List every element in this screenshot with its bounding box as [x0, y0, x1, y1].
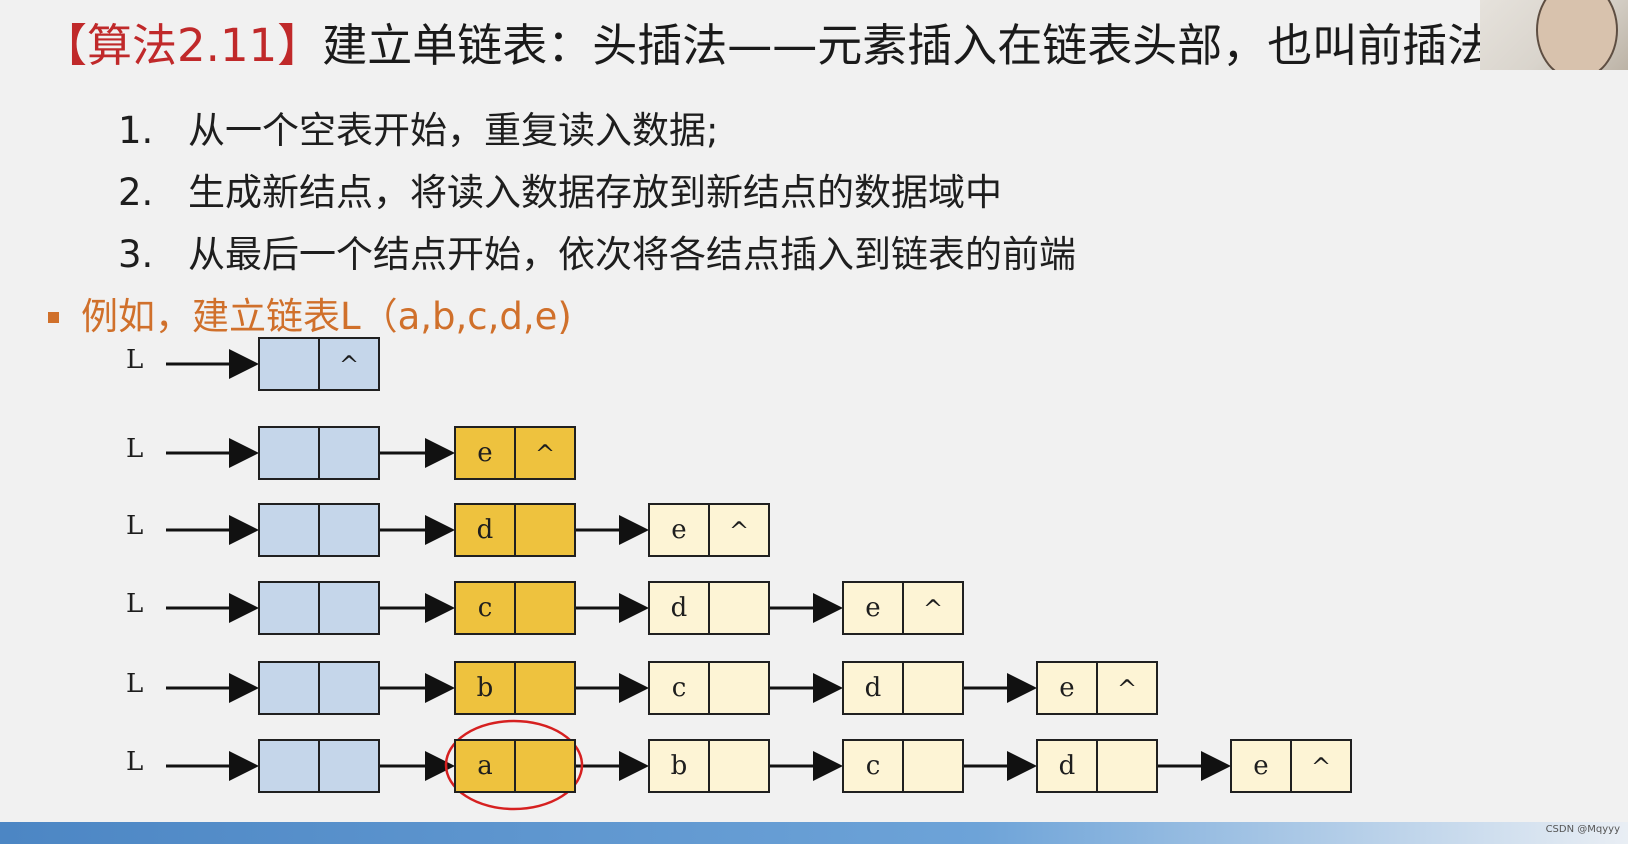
data-field: d — [844, 663, 902, 713]
pointer-field — [514, 505, 574, 555]
data-field: c — [650, 663, 708, 713]
list-node: d — [1036, 739, 1158, 793]
taskbar-strip — [0, 822, 1628, 844]
pointer-field — [514, 583, 574, 633]
data-field: e — [650, 505, 708, 555]
data-field: c — [844, 741, 902, 791]
data-field — [260, 663, 318, 713]
data-field — [260, 583, 318, 633]
data-field: b — [650, 741, 708, 791]
list-head-pointer-label: L — [126, 747, 156, 777]
list-node: e^ — [648, 503, 770, 557]
data-field: c — [456, 583, 514, 633]
pointer-field: ^ — [902, 583, 962, 633]
new-node: e^ — [454, 426, 576, 480]
pointer-field — [514, 663, 574, 713]
pointer-field — [708, 663, 768, 713]
list-node: b — [648, 739, 770, 793]
list-node: d — [842, 661, 964, 715]
data-field: e — [844, 583, 902, 633]
pointer-field — [318, 583, 378, 633]
pointer-field — [318, 741, 378, 791]
pointer-field — [318, 505, 378, 555]
list-node: e^ — [1036, 661, 1158, 715]
data-field — [260, 741, 318, 791]
head-node — [258, 581, 380, 635]
data-field: d — [1038, 741, 1096, 791]
data-field: e — [1038, 663, 1096, 713]
list-node: c — [648, 661, 770, 715]
list-node: c — [842, 739, 964, 793]
pointer-field — [708, 583, 768, 633]
pointer-field: ^ — [318, 339, 378, 389]
pointer-field: ^ — [1290, 741, 1350, 791]
pointer-field — [1096, 741, 1156, 791]
new-node: d — [454, 503, 576, 557]
head-node — [258, 426, 380, 480]
head-node — [258, 739, 380, 793]
list-head-pointer-label: L — [126, 434, 156, 464]
head-node — [258, 503, 380, 557]
data-field: b — [456, 663, 514, 713]
list-head-pointer-label: L — [126, 669, 156, 699]
head-node: ^ — [258, 337, 380, 391]
list-node: e^ — [842, 581, 964, 635]
pointer-field — [514, 741, 574, 791]
data-field: d — [650, 583, 708, 633]
pointer-field — [318, 428, 378, 478]
list-head-pointer-label: L — [126, 511, 156, 541]
watermark: CSDN @Mqyyy — [1546, 824, 1620, 835]
list-head-pointer-label: L — [126, 589, 156, 619]
data-field — [260, 505, 318, 555]
data-field: d — [456, 505, 514, 555]
pointer-field: ^ — [708, 505, 768, 555]
data-field — [260, 339, 318, 389]
head-node — [258, 661, 380, 715]
new-node: a — [454, 739, 576, 793]
data-field: e — [456, 428, 514, 478]
list-node: d — [648, 581, 770, 635]
data-field — [260, 428, 318, 478]
data-field: a — [456, 741, 514, 791]
pointer-field — [318, 663, 378, 713]
new-node: c — [454, 581, 576, 635]
new-node: b — [454, 661, 576, 715]
list-head-pointer-label: L — [126, 345, 156, 375]
pointer-field — [902, 741, 962, 791]
pointer-field: ^ — [514, 428, 574, 478]
list-node: e^ — [1230, 739, 1352, 793]
pointer-field: ^ — [1096, 663, 1156, 713]
pointer-field — [708, 741, 768, 791]
data-field: e — [1232, 741, 1290, 791]
pointer-field — [902, 663, 962, 713]
